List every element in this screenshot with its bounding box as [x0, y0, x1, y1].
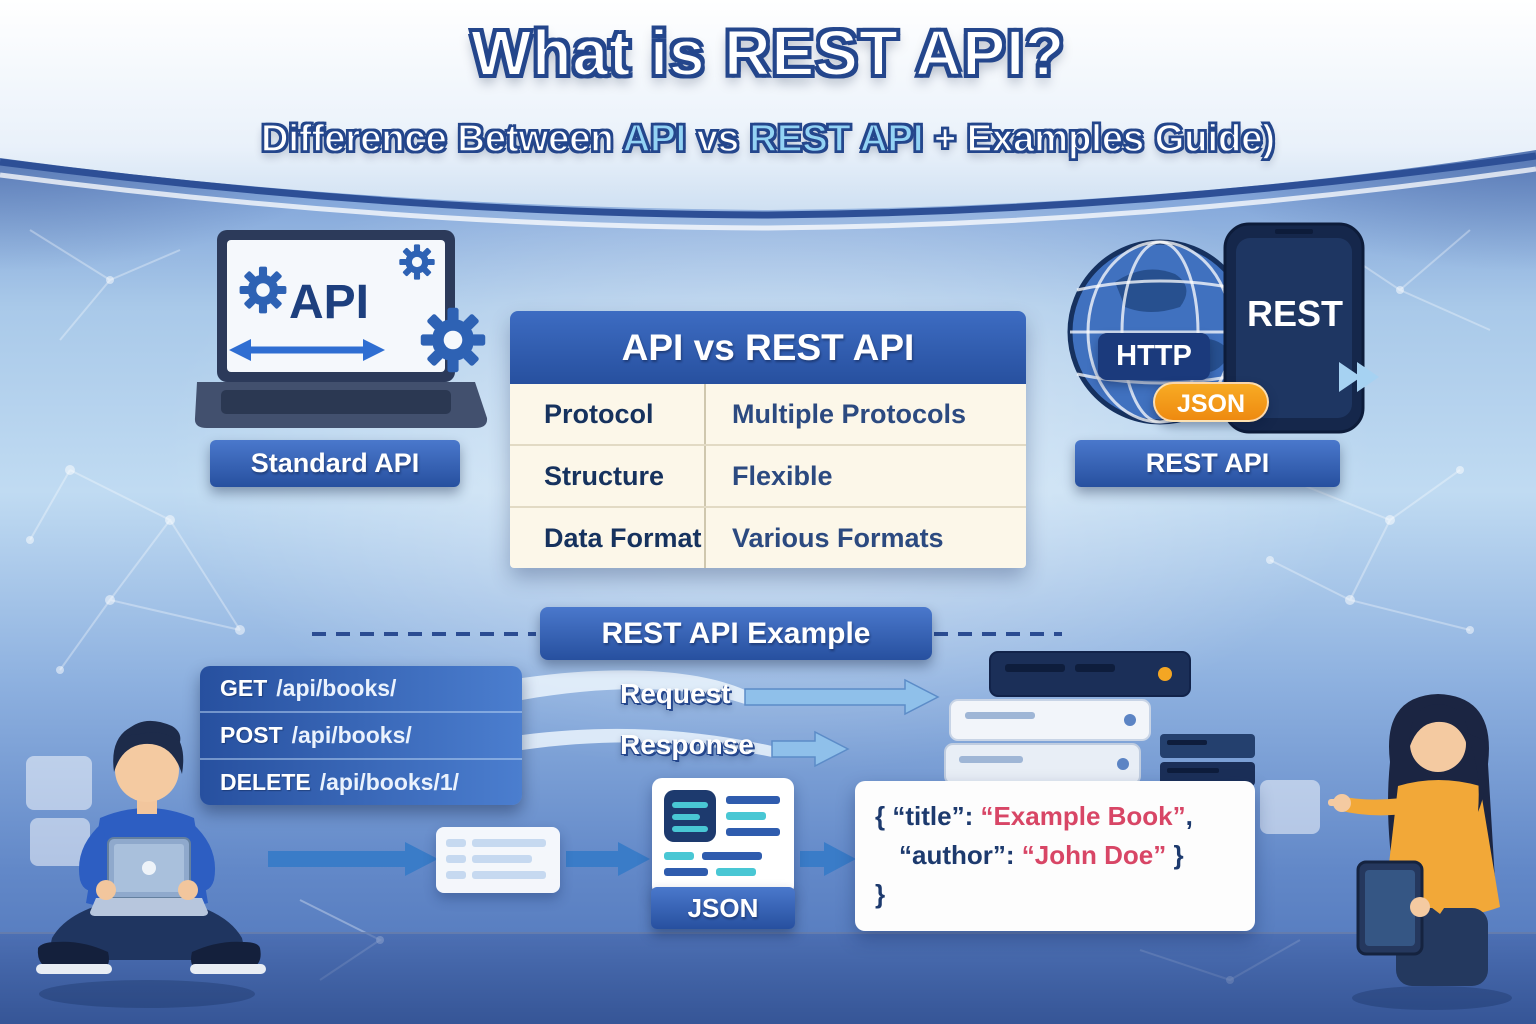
- code-comma: ,: [1185, 801, 1193, 831]
- developer-illustration: [36, 720, 266, 1008]
- code-line: { “title”: “Example Book”,: [875, 797, 1235, 836]
- json-label: JSON: [651, 887, 795, 929]
- code-value-author: “John Doe”: [1021, 840, 1167, 870]
- data-card-icon: [436, 827, 560, 893]
- http-badge: HTTP: [1098, 333, 1210, 380]
- http-method: POST: [220, 722, 283, 748]
- subtitle-suffix: + Examples Guide): [923, 117, 1276, 161]
- code-close-brace: }: [1166, 840, 1184, 870]
- rest-api-label: REST API: [1075, 440, 1340, 487]
- page-subtitle: Difference Between API vs REST API + Exa…: [0, 117, 1536, 161]
- code-key-author: “author”: [899, 840, 1006, 870]
- endpoint-row: DELETE /api/books/1/: [200, 760, 522, 805]
- subtitle-prefix: Difference Between: [260, 117, 623, 161]
- chevron-arrow-icon: [1339, 362, 1379, 392]
- json-badge: JSON: [1153, 382, 1269, 422]
- comparison-table-body: Protocol Multiple Protocols Structure Fl…: [510, 384, 1026, 568]
- page-title: What is REST API?: [470, 16, 1066, 90]
- endpoint-path: /api/books/: [276, 675, 397, 701]
- phone-rest-label: REST: [1247, 293, 1343, 334]
- response-label: Response: [620, 729, 754, 760]
- code-open-brace: {: [875, 801, 893, 831]
- subtitle-restapi-highlight: REST API: [749, 117, 924, 161]
- table-row-label: Data Format: [510, 508, 706, 568]
- comparison-table-title: API vs REST API: [510, 311, 1026, 384]
- code-line: “author”: “John Doe” }: [875, 836, 1235, 875]
- decorative-card: [30, 818, 90, 866]
- code-final-brace: }: [875, 879, 886, 909]
- subtitle-vs: vs: [686, 117, 750, 161]
- laptop-illustration: API: [194, 230, 499, 428]
- subtitle-api-highlight: API: [622, 117, 687, 161]
- request-label: Request: [620, 678, 731, 709]
- table-row: Protocol Multiple Protocols: [510, 384, 1026, 444]
- http-method: GET: [220, 675, 268, 701]
- table-row-value: Multiple Protocols: [732, 398, 967, 429]
- table-row-label: Protocol: [510, 384, 706, 444]
- endpoint-row: POST /api/books/: [200, 713, 522, 760]
- code-colon: :: [964, 801, 981, 831]
- double-arrow-icon: [229, 339, 385, 361]
- example-banner: REST API Example: [540, 607, 932, 660]
- phone-icon: REST: [1223, 222, 1365, 434]
- standard-api-label: Standard API: [210, 440, 460, 487]
- http-method: DELETE: [220, 769, 311, 795]
- code-colon: :: [1005, 840, 1022, 870]
- endpoints-list: GET /api/books/ POST /api/books/ DELETE …: [200, 666, 522, 805]
- code-line: }: [875, 875, 1235, 914]
- decorative-card: [1260, 780, 1320, 834]
- table-row-value: Flexible: [732, 460, 833, 491]
- table-row-label: Structure: [510, 446, 706, 506]
- comparison-table: API vs REST API Protocol Multiple Protoc…: [510, 311, 1026, 568]
- laptop-screen-api-label: API: [289, 276, 369, 329]
- endpoint-row: GET /api/books/: [200, 666, 522, 713]
- decorative-card: [26, 756, 92, 810]
- header-band: [0, 0, 1536, 231]
- json-document-icon: [652, 778, 794, 896]
- code-value-title: “Example Book”: [980, 801, 1186, 831]
- endpoint-path: /api/books/: [291, 722, 412, 748]
- user-illustration: [1328, 694, 1512, 1010]
- table-row-value: Various Formats: [732, 522, 944, 553]
- json-response-card: { “title”: “Example Book”, “author”: “Jo…: [855, 781, 1255, 931]
- endpoint-path: /api/books/1/: [319, 769, 460, 795]
- table-row: Data Format Various Formats: [510, 506, 1026, 568]
- code-key-title: “title”: [892, 801, 965, 831]
- table-row: Structure Flexible: [510, 444, 1026, 506]
- server-stack-icon: [944, 651, 1255, 786]
